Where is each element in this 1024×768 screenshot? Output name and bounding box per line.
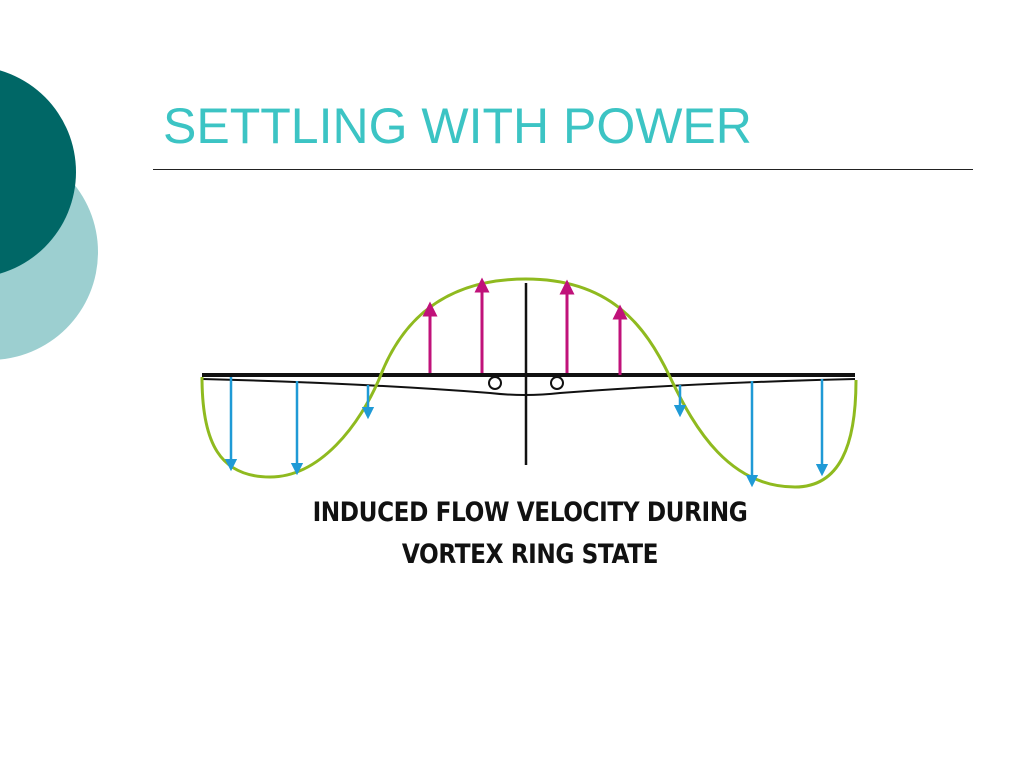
slide-title: SETTLING WITH POWER bbox=[163, 98, 752, 154]
hub-hinge-left bbox=[488, 376, 502, 390]
slide-decoration bbox=[0, 70, 98, 360]
rotor-blade-bottom bbox=[201, 378, 856, 396]
induced-flow-curve bbox=[200, 277, 858, 489]
diagram-caption-line2: VORTEX RING STATE bbox=[401, 539, 659, 570]
diagram-caption-line1: INDUCED FLOW VELOCITY DURING bbox=[312, 497, 748, 528]
title-divider bbox=[153, 169, 973, 170]
dark-decor-circle bbox=[0, 70, 76, 274]
induced-flow-diagram bbox=[200, 277, 858, 489]
hub-hinge-right bbox=[550, 376, 564, 390]
